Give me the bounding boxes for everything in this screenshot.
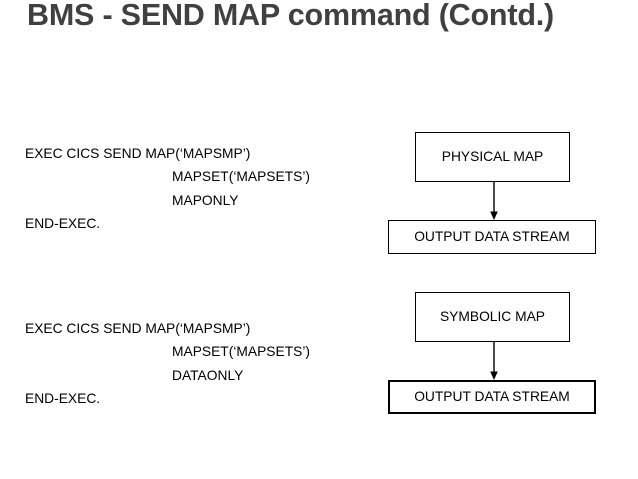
code-line: EXEC CICS SEND MAP(‘MAPSMP’)	[25, 146, 251, 161]
page-title: BMS - SEND MAP command (Contd.)	[27, 0, 554, 32]
code-line: END-EXEC.	[25, 216, 101, 232]
code-block-dataonly: EXEC CICS SEND MAP(‘MAPSMP’) MAPSET(‘MAP…	[25, 317, 375, 411]
code-line: MAPSET(‘MAPSETS’)	[172, 344, 310, 360]
code-line: DATAONLY	[172, 367, 244, 383]
code-line: MAPSET(‘MAPSETS’)	[172, 169, 310, 185]
physical-map-box: PHYSICAL MAP	[415, 132, 570, 182]
code-block-maponly: EXEC CICS SEND MAP(‘MAPSMP’) MAPSET(‘MAP…	[25, 142, 375, 236]
output-data-stream-box: OUTPUT DATA STREAM	[388, 220, 596, 254]
output-data-stream-box: OUTPUT DATA STREAM	[388, 380, 596, 414]
code-line: EXEC CICS SEND MAP(‘MAPSMP’)	[25, 321, 251, 336]
down-arrow-icon	[487, 182, 501, 221]
down-arrow-icon	[487, 342, 501, 381]
code-line: END-EXEC.	[25, 391, 101, 407]
symbolic-map-box: SYMBOLIC MAP	[415, 292, 570, 342]
code-line: MAPONLY	[172, 192, 239, 208]
